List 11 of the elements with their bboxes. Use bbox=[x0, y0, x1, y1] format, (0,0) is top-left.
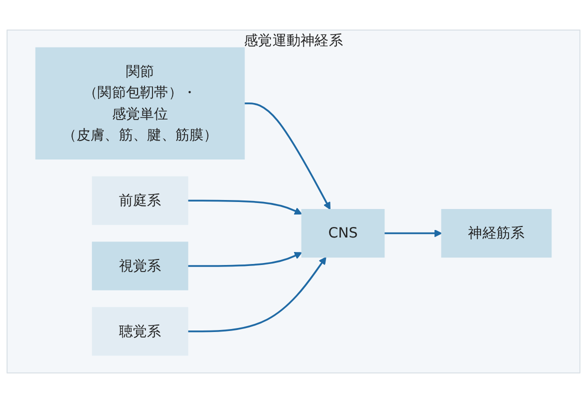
node-box: 関節 （関節包靭帯）・ 感覚単位 （皮膚、筋、腱、筋膜） bbox=[35, 47, 245, 160]
arrow bbox=[384, 229, 442, 238]
arrow bbox=[188, 256, 326, 332]
arrow bbox=[188, 252, 302, 267]
node-box: 聴覚系 bbox=[92, 307, 188, 356]
arrow bbox=[188, 200, 302, 215]
arrow bbox=[244, 102, 330, 210]
node-box: 神経筋系 bbox=[441, 209, 552, 258]
node-box: 視覚系 bbox=[92, 242, 188, 290]
node-box: CNS bbox=[301, 209, 385, 258]
node-box: 前庭系 bbox=[92, 176, 188, 225]
